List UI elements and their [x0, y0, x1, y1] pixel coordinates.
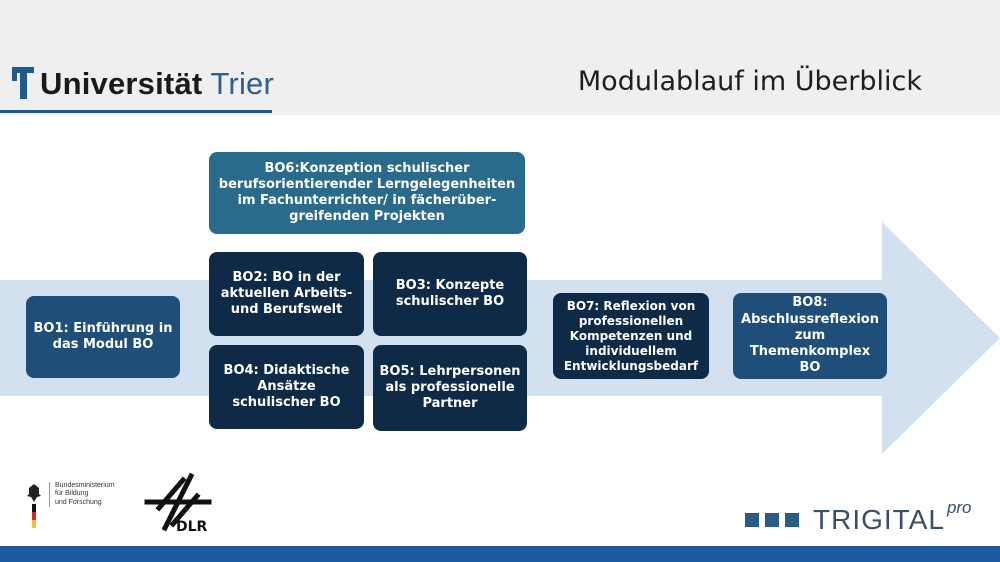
trigital-square-icon — [785, 513, 799, 527]
module-bo8: BO8: Abschlussreflexion zum Themenkomple… — [733, 293, 887, 379]
dlr-label: DLR — [176, 519, 208, 535]
bmbf-logo: Bundesministerium für Bildung und Forsch… — [25, 482, 115, 528]
trigital-logo: TRIGITAL pro — [745, 498, 972, 536]
module-bo2: BO2: BO in der aktuellen Arbeits- und Be… — [209, 252, 364, 336]
trigital-pro-label: pro — [946, 498, 972, 517]
logo-city-word: Trier — [210, 66, 274, 101]
logo-university-word: Universität — [40, 66, 203, 101]
module-bo5: BO5: Lehrpersonen als professionelle Par… — [373, 345, 527, 431]
dlr-logo-icon — [144, 472, 212, 532]
trigital-square-icon — [745, 513, 759, 527]
module-bo3: BO3: Konzepte schulischer BO — [373, 252, 527, 336]
bmbf-line-1: Bundesministerium — [55, 482, 115, 489]
module-bo1: BO1: Einführung in das Modul BO — [26, 296, 180, 378]
university-logo-icon — [12, 67, 34, 101]
module-bo6: BO6:Konzeption schulischer berufsorienti… — [209, 152, 525, 234]
module-bo4: BO4: Didaktische Ansätze schulischer BO — [209, 345, 364, 429]
trigital-square-icon — [765, 513, 779, 527]
bmbf-line-3: und Forschung — [55, 498, 102, 506]
trigital-wordmark: TRIGITAL — [813, 504, 945, 535]
eagle-flag-icon — [27, 484, 41, 528]
header-band — [0, 0, 1000, 115]
module-bo7: BO7: Reflexion von professionellen Kompe… — [553, 293, 709, 379]
bmbf-line-2: für Bildung — [55, 490, 89, 498]
footer-bar — [0, 546, 1000, 562]
slide-title: Modulablauf im Überblick — [577, 66, 922, 97]
bmbf-text: Bundesministerium für Bildung und Forsch… — [49, 482, 115, 508]
logo-underline — [0, 110, 272, 113]
